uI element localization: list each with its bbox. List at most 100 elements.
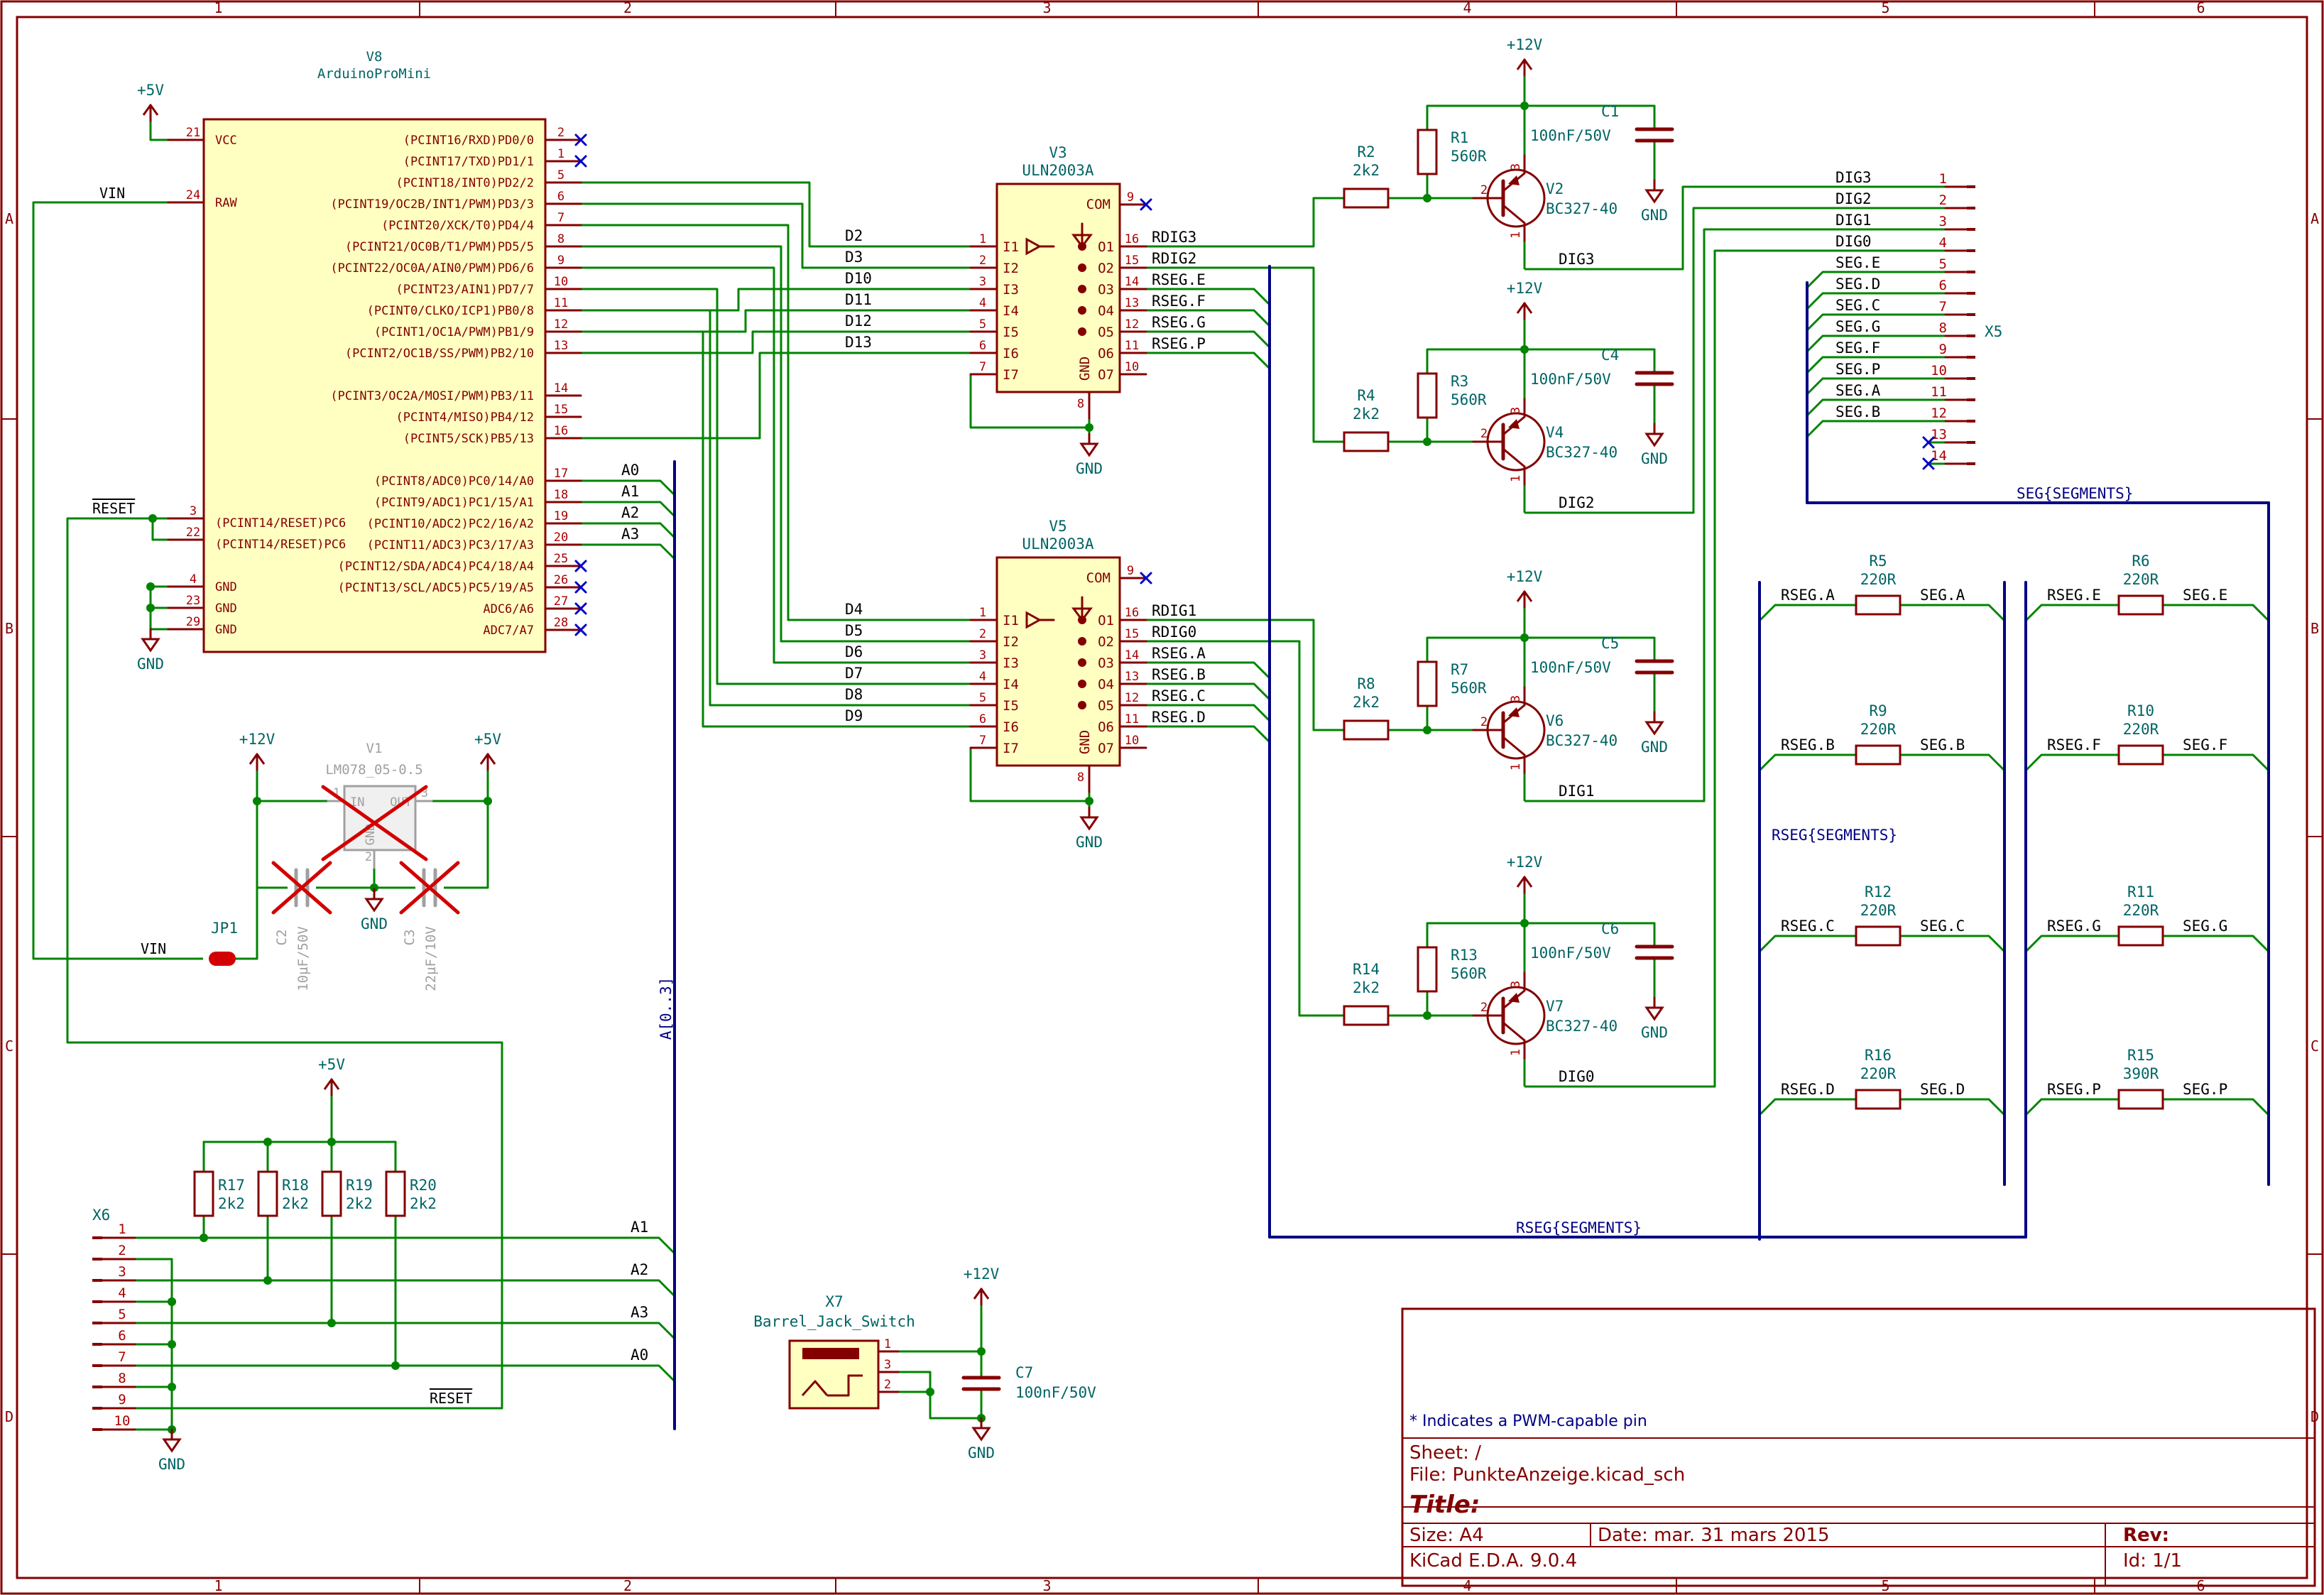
wire	[581, 330, 971, 354]
transistor-lead	[1502, 204, 1526, 224]
uln-v3-ref: V3	[1049, 144, 1066, 161]
pin-number: 15	[1125, 254, 1139, 268]
jack-value: Barrel_Jack_Switch	[753, 1313, 915, 1330]
pin-name: I7	[1003, 741, 1019, 756]
gnd-label: GND	[1641, 739, 1668, 756]
resistor-body	[2117, 594, 2164, 616]
pin-number: 1	[1509, 763, 1523, 771]
resistor-ref: R3	[1451, 373, 1468, 390]
wire	[135, 1322, 676, 1340]
buffer-icon	[1025, 611, 1042, 629]
resistor-body	[1343, 431, 1390, 452]
capacitor-ref: C7	[1015, 1364, 1033, 1381]
pin-number: 2	[118, 1243, 126, 1258]
wire	[66, 517, 503, 1410]
frame-col-label: 5	[1881, 0, 1889, 16]
resistor-value: 2k2	[1353, 694, 1380, 711]
ellipsis-dot	[1078, 327, 1086, 336]
pin-socket	[1967, 249, 1975, 252]
transistor-ref: V4	[1546, 424, 1564, 441]
pin-socket	[92, 1428, 102, 1431]
pin-number: 13	[1125, 670, 1139, 684]
gnd-icon	[1644, 1006, 1664, 1021]
power-label: +5V	[318, 1056, 345, 1073]
pin-number: 2	[1480, 1001, 1488, 1015]
wire	[1146, 704, 1271, 722]
wire	[32, 201, 203, 960]
pin-name: (PCINT21/OC0B/T1/PWM)PD5/5	[345, 240, 534, 254]
net-label-rseg-f: RSEG.F	[1152, 293, 1206, 310]
frame-row-label: C	[2311, 1038, 2319, 1055]
net-label-x5: SEG.P	[1835, 361, 1880, 378]
bus-label-seg: SEG{SEGMENTS}	[2017, 485, 2133, 502]
net-label-seg: SEG.C	[1920, 918, 1965, 935]
net-label-rseg-d: RSEG.D	[1152, 709, 1206, 726]
pin-socket	[1967, 334, 1975, 337]
pin-number: 3	[1939, 214, 1947, 229]
pin-socket	[92, 1258, 102, 1261]
pin-number: 3	[118, 1264, 126, 1280]
net-label-d3: D3	[845, 249, 863, 266]
pin-number: 10	[114, 1413, 131, 1429]
net-label-dig1: DIG1	[1559, 783, 1595, 800]
capacitor-ref: C4	[1601, 347, 1619, 364]
capacitor-value: 22µF/10V	[423, 926, 439, 991]
wire	[1146, 330, 1271, 349]
resistor-value: 220R	[1860, 902, 1897, 919]
wire	[1806, 334, 1946, 353]
pin-number: 8	[1077, 397, 1084, 411]
pin-name: O4	[1098, 303, 1114, 319]
wire	[581, 266, 971, 664]
no-connect-mark	[1922, 457, 1935, 470]
transistor-ref: V6	[1546, 712, 1564, 729]
frame-col-label: 4	[1463, 0, 1471, 16]
net-label-rseg: RSEG.A	[1781, 587, 1835, 604]
junction-dot	[1085, 797, 1093, 805]
pin-socket	[1967, 420, 1975, 423]
pin-number: 5	[118, 1307, 126, 1322]
resistor-value: 560R	[1451, 965, 1487, 982]
gnd-label: GND	[968, 1444, 995, 1461]
sheet-field: Sheet: /	[1409, 1442, 1481, 1464]
transistor-value: BC327-40	[1546, 200, 1617, 217]
pin-number: 4	[190, 572, 197, 587]
pin-number: 2	[979, 254, 986, 268]
resistor-body	[1343, 1005, 1390, 1026]
pin-number: 3	[1509, 163, 1523, 170]
power-label: +12V	[964, 1265, 1000, 1283]
no-connect-mark	[574, 581, 587, 594]
no-connect-mark	[1922, 436, 1935, 449]
pin-number: 14	[1125, 275, 1139, 289]
pin-number: 6	[118, 1328, 126, 1344]
pin-name: (PCINT14/RESET)PC6	[215, 538, 346, 552]
frame-row-label: C	[5, 1038, 13, 1055]
pin-number: 6	[979, 339, 986, 353]
no-connect-mark	[574, 134, 587, 146]
pin-number: 4	[1939, 235, 1947, 251]
pin-socket	[92, 1322, 102, 1324]
power-label: +5V	[137, 82, 164, 99]
wire	[1146, 725, 1271, 744]
pin-socket	[1967, 441, 1975, 444]
pin-name: (PCINT4/MISO)PB4/12	[396, 410, 534, 425]
arduino-body	[202, 118, 547, 653]
pin-number: 7	[979, 734, 986, 748]
net-label-x5: SEG.E	[1835, 254, 1880, 271]
wire	[1758, 753, 1856, 772]
power-label: +12V	[239, 731, 276, 748]
capacitor-value: 10µF/50V	[295, 926, 311, 991]
pin-name: GND	[215, 601, 237, 616]
jumper-icon	[229, 952, 236, 966]
resistor-value: 2k2	[218, 1195, 245, 1212]
gnd-icon	[1644, 189, 1664, 204]
frame-col-label: 1	[214, 1577, 222, 1594]
title-block: * Indicates a PWM-capable pin Sheet: / F…	[1401, 1307, 2316, 1587]
resistor-body	[193, 1170, 214, 1217]
pin-name: O5	[1098, 698, 1114, 714]
resistor-body	[1343, 187, 1390, 209]
pin-socket	[1967, 313, 1975, 316]
wire	[1146, 352, 1271, 370]
pin-number: 3	[1509, 695, 1523, 702]
net-label-rdig1: RDIG1	[1152, 602, 1196, 619]
transistor-value: BC327-40	[1546, 732, 1617, 749]
